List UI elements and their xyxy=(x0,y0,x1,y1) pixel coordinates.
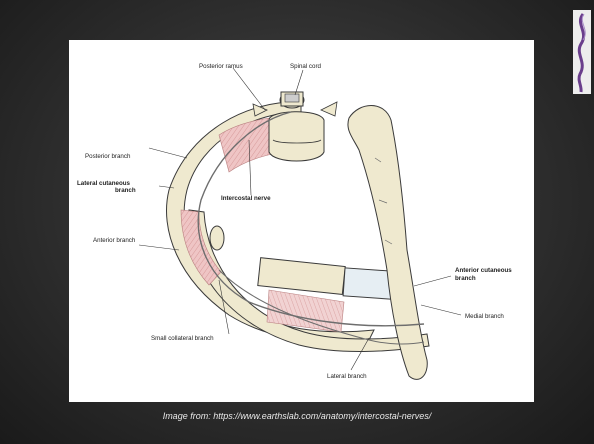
label-lateral-cutaneous-1: Lateral cutaneous xyxy=(77,180,131,187)
rib-cross-section xyxy=(210,226,224,250)
intercostal-nerve-diagram: Posterior ramus Spinal cord Posterior br… xyxy=(69,40,534,402)
label-small-collateral-branch: Small collateral branch xyxy=(151,335,214,342)
label-posterior-ramus: Posterior ramus xyxy=(199,63,243,70)
label-lateral-branch: Lateral branch xyxy=(327,373,367,380)
label-lateral-cutaneous-2: branch xyxy=(115,187,136,194)
label-anterior-branch: Anterior branch xyxy=(93,237,136,244)
decorative-logo xyxy=(573,10,591,94)
image-caption: Image from: https://www.earthslab.com/an… xyxy=(0,411,594,421)
label-spinal-cord: Spinal cord xyxy=(290,63,322,70)
diagram-frame: Posterior ramus Spinal cord Posterior br… xyxy=(69,40,534,402)
label-intercostal-nerve: Intercostal nerve xyxy=(221,195,271,202)
label-anterior-cutaneous-2: branch xyxy=(455,275,476,282)
anterior-rib-segment xyxy=(258,258,345,295)
label-medial-branch: Medial branch xyxy=(465,313,504,320)
label-anterior-cutaneous-1: Anterior cutaneous xyxy=(455,267,512,274)
label-posterior-branch: Posterior branch xyxy=(85,153,131,160)
